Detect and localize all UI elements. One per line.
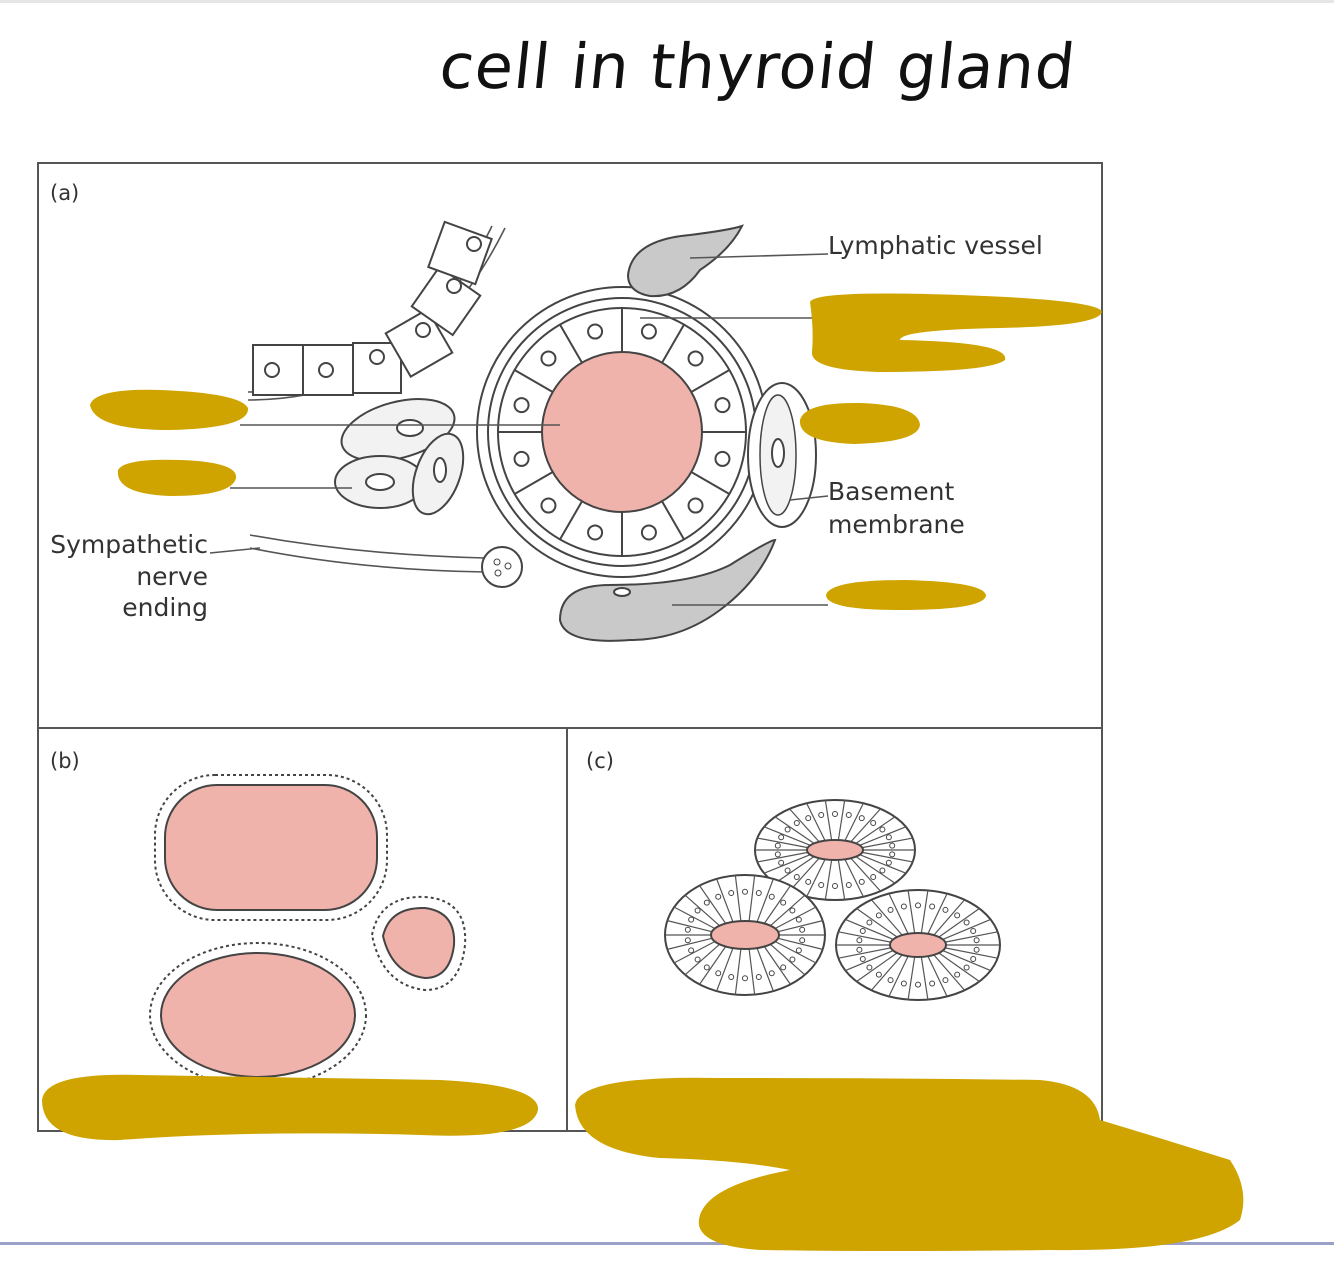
follicle [477,287,767,577]
label-sympathetic-3: ending [122,593,208,622]
parafollicular-cells [335,388,473,521]
panel-c-follicles [665,800,1000,1000]
panel-c-label: (c) [586,749,614,773]
panel-a-label: (a) [50,181,79,205]
panel-b-follicles [150,775,465,1087]
capillary-right [748,383,816,527]
label-sympathetic-1: Sympathetic [50,530,208,559]
follicle-colloid [542,352,702,512]
panel-c-frame [567,728,1102,1131]
sympathetic-nerve [250,535,522,587]
leader-sympathetic [210,548,260,553]
lymphatic-vessel-shape [628,226,742,296]
label-lymphatic-vessel: Lymphatic vessel [828,231,1043,260]
panel-b-label: (b) [50,749,80,773]
label-sympathetic-2: nerve [136,562,208,591]
epithelium-curve [248,222,505,400]
label-basement-membrane-2: membrane [828,510,965,539]
label-basement-membrane-1: Basement [828,477,954,506]
